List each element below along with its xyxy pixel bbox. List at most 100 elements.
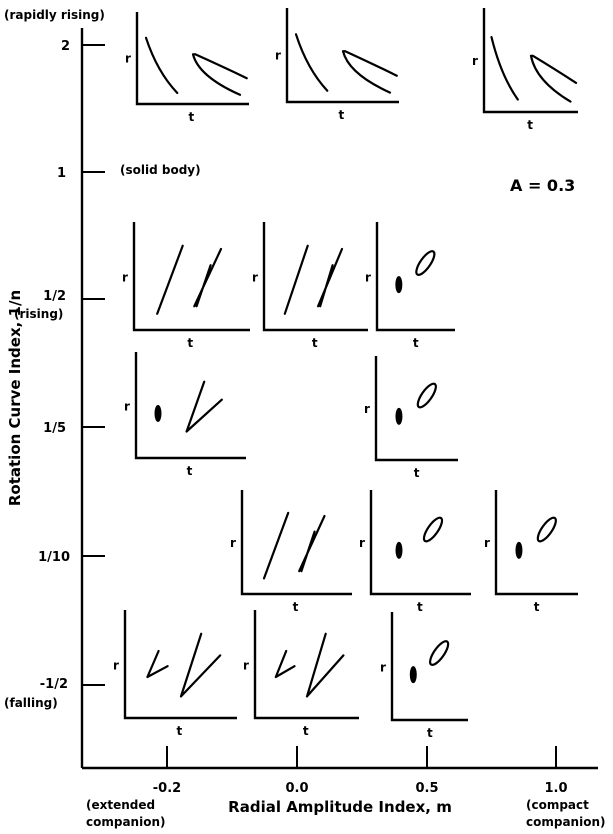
orbit-loop [305,632,345,698]
inset-axes [134,352,246,460]
y-tick-label: 2 [61,39,70,54]
inset-r-label: r [243,658,249,672]
x-note-extended-2: companion) [86,815,165,829]
inset-t-label: t [303,724,309,738]
orbit-loop [179,632,222,698]
orbit-curve [262,511,290,580]
inset-r-label: r [380,660,386,674]
inset-axes [494,490,578,596]
orbit-blob [395,276,403,294]
orbit-blob [515,541,523,559]
inset-r-label: r [359,536,365,550]
orbit-loop [536,516,557,543]
orbit-loop [416,382,437,409]
orbit-loop [415,250,436,276]
y-axis-title: Rotation Curve Index, 1/n [6,290,24,506]
y-tick-label: -1/2 [40,677,68,692]
inset-panel: rt [230,490,352,614]
inset-t-label: t [534,600,540,614]
y-tick-label: 1 [57,166,66,181]
inset-axes [369,490,471,596]
inset-axes [253,610,359,720]
inset-panel: rt [122,222,250,350]
x-tick-label: 0.0 [285,781,308,796]
main-axes [80,28,598,770]
inset-axes [240,490,352,596]
inset-axes [374,356,458,462]
orbit-curve [144,36,179,95]
amplitude-label: A = 0.3 [510,176,575,195]
inset-panel: rt [124,352,246,478]
orbit-curve [294,33,329,92]
inset-panel: rt [275,8,399,122]
inset-r-label: r [125,52,131,66]
y-tick-label: 1/5 [43,421,66,436]
inset-r-label: r [230,536,236,550]
y-note-falling: (falling) [4,696,58,710]
y-note-solid-body: (solid body) [120,163,201,177]
orbit-loop [193,247,223,308]
orbit-loop [191,53,248,96]
orbit-curve [146,649,169,679]
y-note-rising: (rising) [14,307,63,321]
inset-panel: rt [364,356,458,480]
inset-axes [285,8,399,104]
orbit-loop [317,247,344,308]
x-tick-label: 1.0 [544,781,567,796]
inset-axes [262,222,368,332]
inset-axes [482,8,578,114]
y-tick-label: 1/2 [43,289,66,304]
y-note-rapidly-rising: (rapidly rising) [4,8,105,22]
inset-panel: rt [243,610,359,738]
inset-t-label: t [527,118,533,132]
x-axis-title: Radial Amplitude Index, m [228,798,452,816]
inset-axes [375,222,455,332]
orbit-blob [395,541,403,559]
inset-panel: rt [252,222,368,350]
orbit-loop [298,514,326,573]
x-tick-label: -0.2 [153,781,181,796]
inset-r-label: r [472,54,478,68]
inset-r-label: r [252,270,258,284]
inset-t-label: t [339,108,345,122]
orbit-loop [341,50,398,94]
inset-panel: rt [484,490,578,614]
orbit-loop [185,380,223,433]
inset-axes [390,612,468,722]
inset-t-label: t [177,724,183,738]
inset-t-label: t [414,466,420,480]
orbit-loop [429,640,450,666]
orbit-curve [156,244,184,315]
inset-panel: rt [380,612,468,740]
inset-r-label: r [365,270,371,284]
inset-t-label: t [417,600,423,614]
inset-axes [132,222,250,332]
inset-panel: rt [125,12,249,124]
orbit-blob [395,407,403,425]
inset-panel: rt [359,490,471,614]
inset-r-label: r [275,49,281,63]
x-note-compact-1: (compact [526,798,589,812]
inset-panel: rt [113,610,237,738]
x-ticks: -0.2 0.0 0.5 1.0 (extended companion) (c… [86,746,605,829]
orbit-curve [283,244,309,315]
inset-r-label: r [113,658,119,672]
orbit-blob [409,666,417,684]
orbit-blob [154,404,162,422]
inset-t-label: t [293,600,299,614]
inset-r-label: r [122,270,128,284]
inset-t-label: t [312,336,318,350]
inset-t-label: t [427,726,433,740]
inset-t-label: t [413,336,419,350]
inset-axes [123,610,237,720]
inset-t-label: t [187,464,193,478]
orbit-loop [529,54,578,103]
inset-panel: rt [472,8,578,132]
inset-t-label: t [189,110,195,124]
inset-r-label: r [484,536,490,550]
x-tick-label: 0.5 [415,781,438,796]
x-note-compact-2: companion) [526,815,605,829]
y-tick-label: 1/10 [38,550,70,565]
